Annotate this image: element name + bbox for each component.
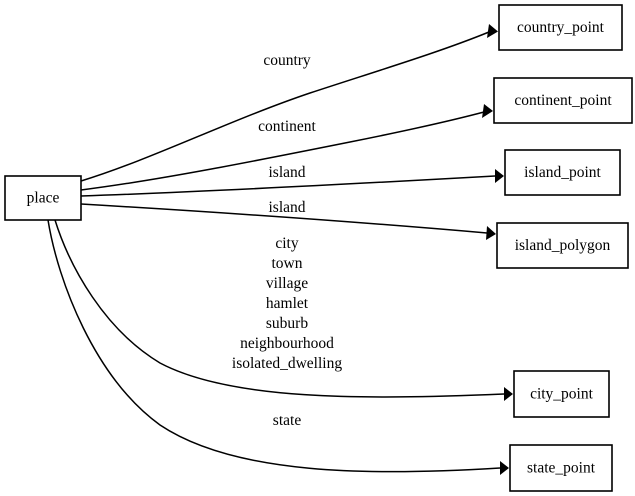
edge-label-city-stack: city town village hamlet suburb neighbou…: [232, 235, 342, 372]
arrow-head-island-polygon: [486, 226, 496, 240]
edge-label-city-line-5: suburb: [266, 315, 308, 332]
edge-labels-layer: country continent island island city tow…: [232, 52, 342, 429]
node-city_point[interactable]: city_point: [513, 370, 610, 418]
node-place[interactable]: place: [4, 175, 82, 221]
edge-place-country_point[interactable]: [80, 24, 498, 182]
edge-label-city-line-2: town: [272, 255, 303, 272]
edge-label-city-line-1: city: [275, 235, 298, 252]
node-island_polygon[interactable]: island_polygon: [496, 222, 629, 269]
edge-place-island_polygon[interactable]: [80, 203, 496, 240]
node-continent_point-box: [493, 77, 633, 124]
edge-place-state_point[interactable]: [47, 219, 509, 475]
node-island_point-label: island_point: [524, 164, 601, 181]
arrow-head-island-point: [495, 169, 504, 183]
edge-path-island-point: [80, 175, 496, 197]
edge-path-state: [47, 219, 501, 473]
edge-label-city-line-4: hamlet: [266, 295, 309, 312]
node-city_point-label: city_point: [530, 386, 594, 403]
arrow-head-city: [504, 387, 513, 401]
node-state_point-box: [509, 444, 613, 492]
node-country_point[interactable]: country_point: [498, 4, 623, 51]
edges-layer: [47, 24, 513, 475]
node-island_point-box: [504, 149, 621, 196]
node-place-box: [4, 175, 82, 221]
node-country_point-label: country_point: [517, 19, 605, 36]
edge-label-island-point: island: [268, 164, 305, 181]
edge-path-city: [54, 219, 505, 398]
edge-label-island-polygon: island: [268, 199, 305, 216]
node-continent_point[interactable]: continent_point: [493, 77, 633, 124]
edge-label-city-line-7: isolated_dwelling: [232, 355, 342, 372]
edge-place-island_point[interactable]: [80, 169, 504, 197]
edge-path-country: [80, 31, 490, 182]
node-continent_point-label: continent_point: [514, 92, 612, 109]
edge-label-continent: continent: [258, 118, 316, 135]
arrow-head-state: [500, 461, 509, 475]
node-city_point-box: [513, 370, 610, 418]
arrow-head-country: [487, 24, 498, 38]
nodes-layer: place country_point continent_point isla…: [4, 4, 633, 492]
edge-label-state: state: [273, 412, 302, 429]
node-island_polygon-label: island_polygon: [515, 237, 611, 254]
node-island_polygon-box: [496, 222, 629, 269]
edge-place-city_point[interactable]: [54, 219, 513, 401]
edge-label-city-line-6: neighbourhood: [240, 335, 334, 352]
edge-path-continent: [80, 111, 485, 191]
edge-label-city-line-3: village: [266, 275, 308, 292]
node-place-label: place: [27, 190, 60, 207]
node-island_point[interactable]: island_point: [504, 149, 621, 196]
node-country_point-box: [498, 4, 623, 51]
arrow-head-continent: [482, 104, 493, 118]
node-state_point[interactable]: state_point: [509, 444, 613, 492]
edge-path-island-polygon: [80, 203, 488, 234]
node-state_point-label: state_point: [527, 460, 596, 477]
edge-label-country: country: [263, 52, 311, 69]
edge-place-continent_point[interactable]: [80, 104, 493, 191]
